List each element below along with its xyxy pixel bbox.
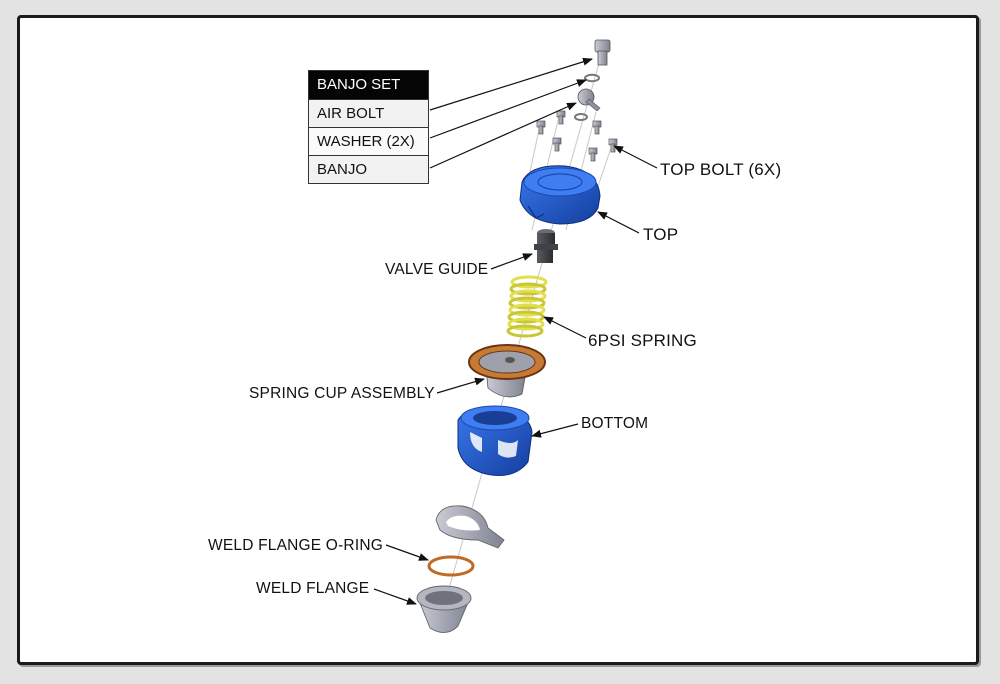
top-part xyxy=(519,165,601,225)
top-bolts-part xyxy=(536,110,618,162)
label-valve-guide: VALVE GUIDE xyxy=(385,261,489,278)
weld-flange-oring-part xyxy=(427,555,475,577)
banjo-part xyxy=(577,88,601,112)
spring-part xyxy=(506,275,548,338)
weld-flange-part xyxy=(416,585,472,633)
spring-cup-part xyxy=(468,344,546,398)
leader-lines xyxy=(373,57,658,605)
bottom-part xyxy=(457,405,533,476)
label-spring: 6PSI SPRING xyxy=(588,331,697,350)
label-spring-cup: SPRING CUP ASSEMBLY xyxy=(249,385,435,402)
diagram-frame xyxy=(17,15,979,665)
label-bottom: BOTTOM xyxy=(581,415,649,432)
label-weld-flange-oring: WELD FLANGE O-RING xyxy=(208,537,383,554)
washer-upper-part xyxy=(584,73,600,83)
banjo-set-item-air-bolt: AIR BOLT xyxy=(309,99,428,127)
banjo-set-item-banjo: BANJO xyxy=(309,155,428,183)
label-weld-flange: WELD FLANGE xyxy=(256,580,370,597)
valve-guide-part xyxy=(534,229,558,263)
label-top: TOP xyxy=(643,225,679,244)
washer-lower-part xyxy=(574,113,588,121)
label-top-bolt: TOP BOLT (6X) xyxy=(660,160,782,179)
banjo-set-item-washer: WASHER (2X) xyxy=(309,127,428,155)
banjo-set-title: BANJO SET xyxy=(309,71,428,99)
clamp-part xyxy=(435,505,505,549)
air-bolt-part xyxy=(594,39,611,66)
banjo-set-table: BANJO SET AIR BOLT WASHER (2X) BANJO xyxy=(308,70,429,184)
